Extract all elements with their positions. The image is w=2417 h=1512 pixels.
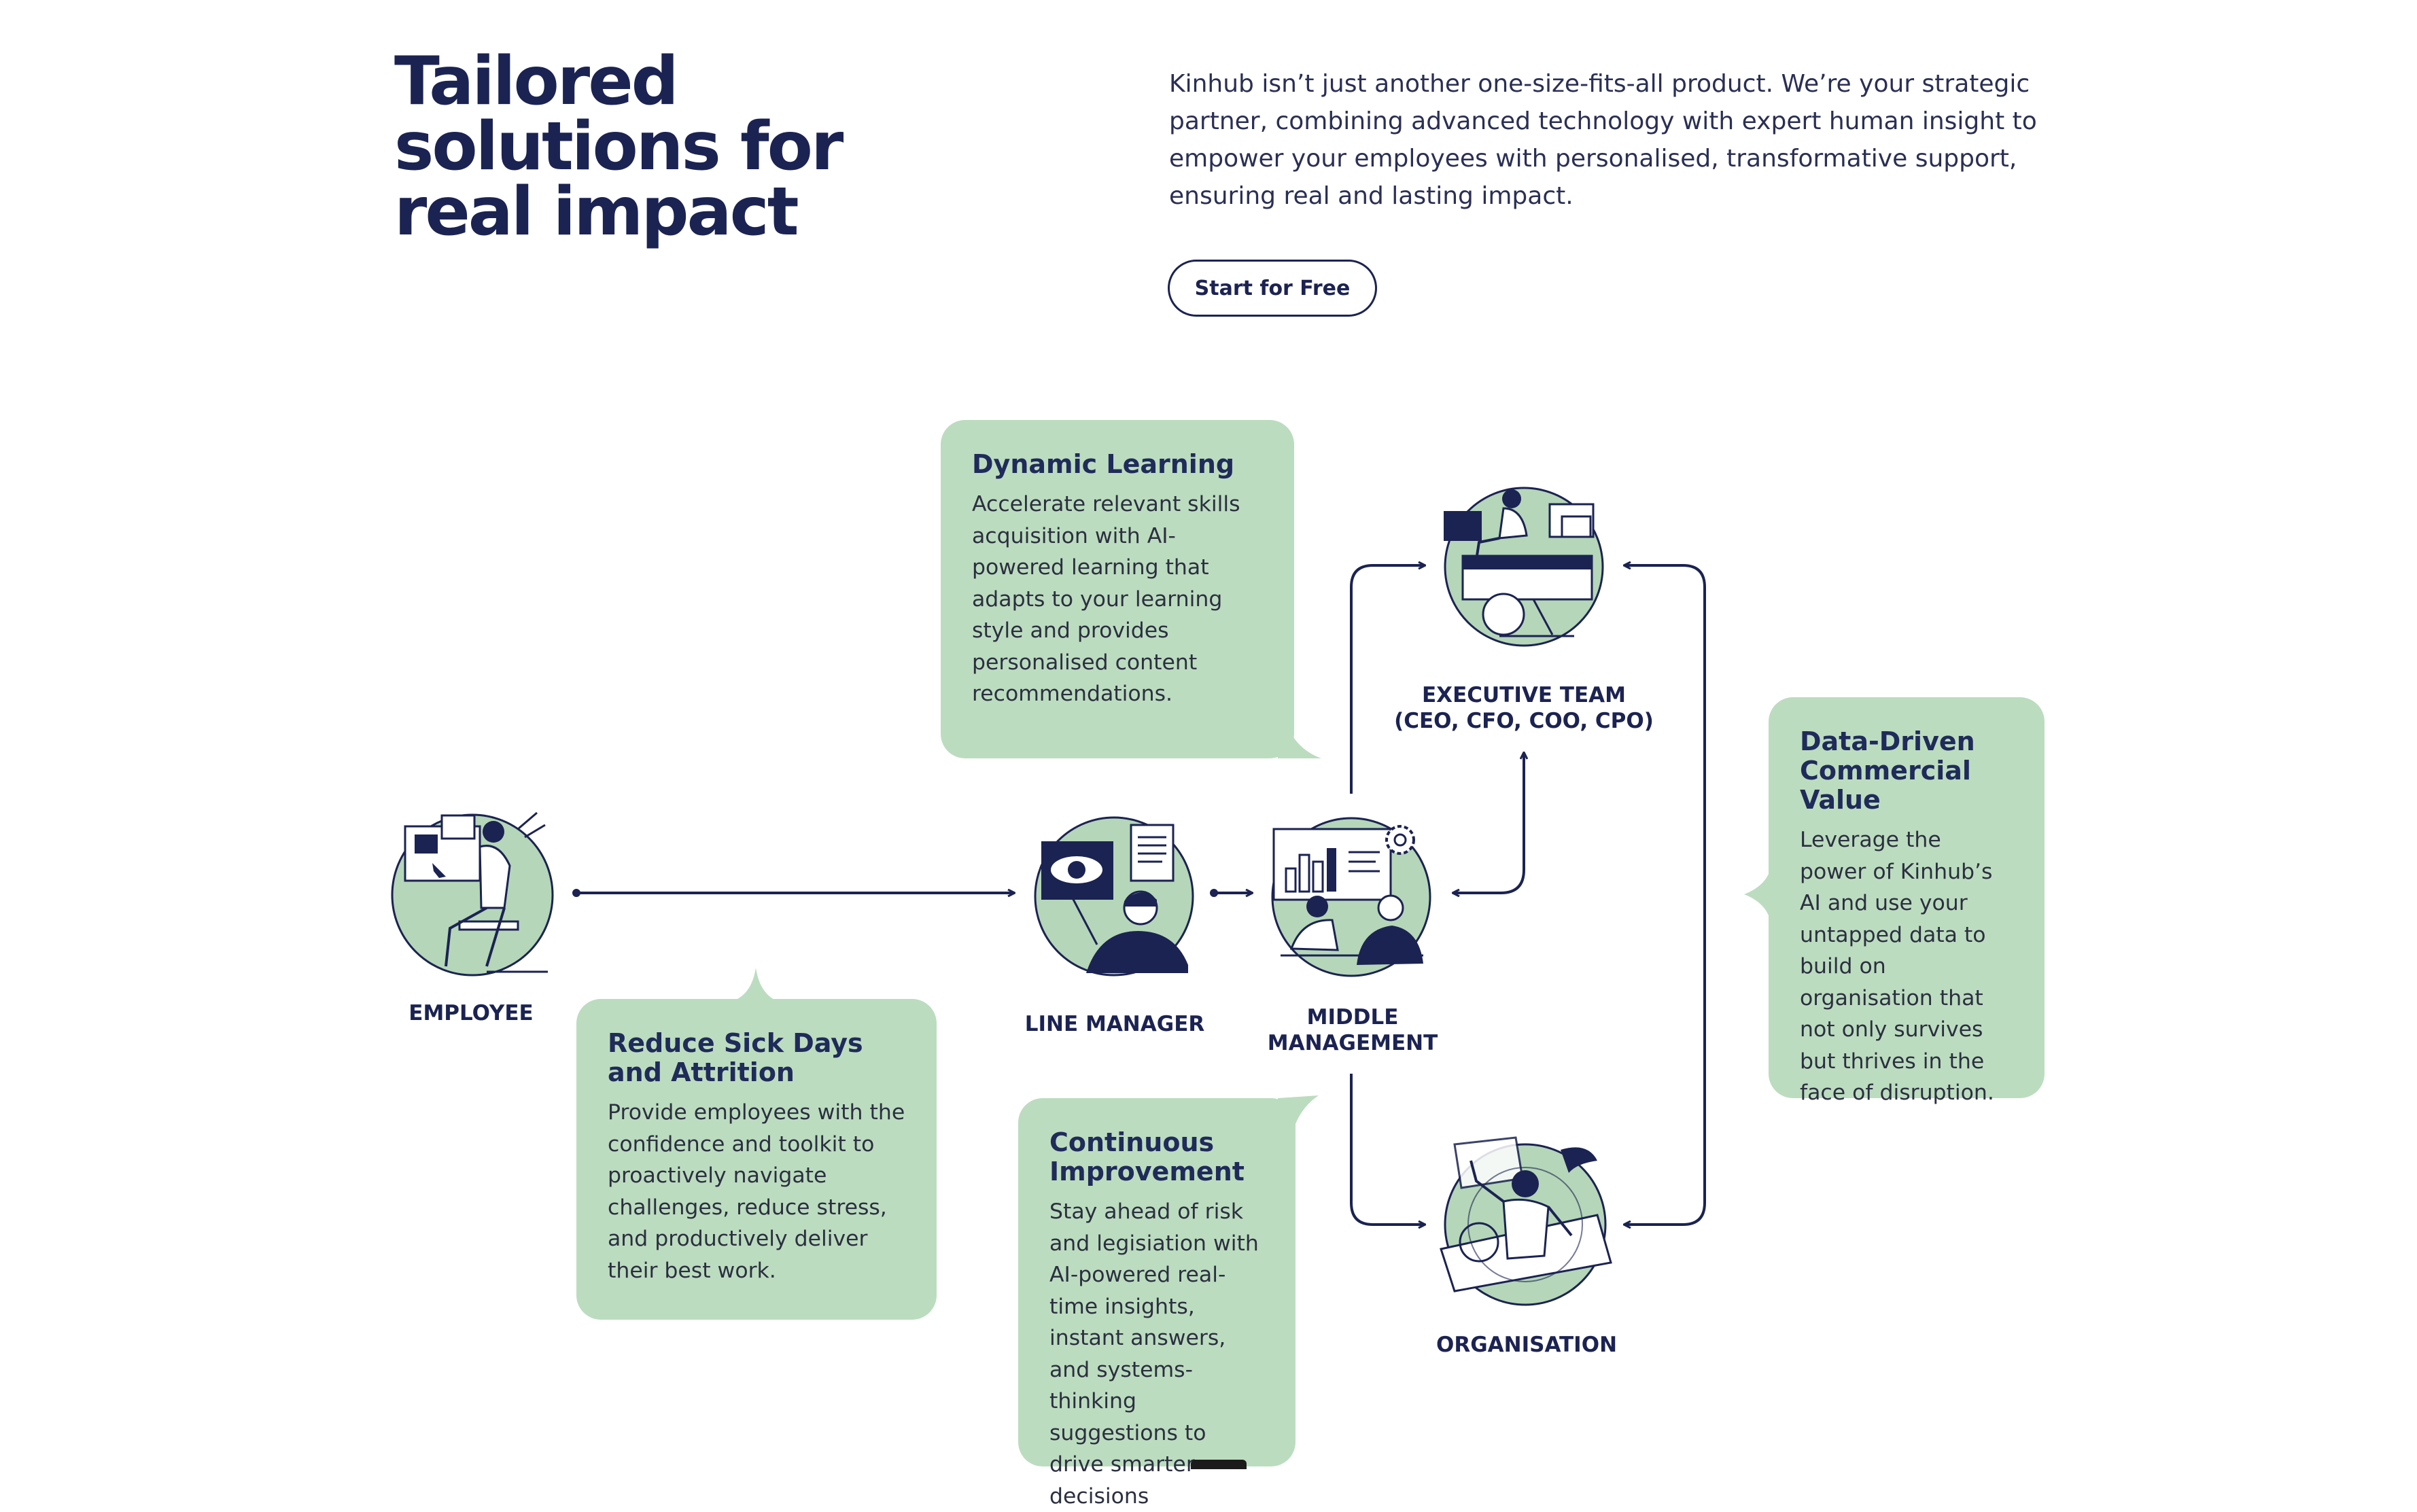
card-reduce-sick-days: Reduce Sick Days and Attrition Provide e…: [576, 999, 937, 1320]
title-line-3: real impact: [394, 173, 799, 251]
card-tail-data-driven-value: [1744, 864, 1771, 926]
node-label-employee: EMPLOYEE: [408, 1001, 534, 1025]
node-label-line-manager: LINE MANAGER: [1024, 1012, 1205, 1036]
connector-dot: [1210, 889, 1218, 897]
employee-illustration: [391, 811, 554, 977]
connector-middle-to-organisation: [1350, 1074, 1425, 1225]
connector-middle-to-executive: [1350, 565, 1425, 794]
node-label-organisation: ORGANISATION: [1436, 1333, 1618, 1357]
scroll-indicator[interactable]: [1191, 1460, 1247, 1469]
flow-connectors: [572, 0, 1706, 1469]
node-label-executive-team: EXECUTIVE TEAM (CEO, CFO, COO, CPO): [1387, 682, 1661, 734]
card-dynamic-learning: Dynamic Learning Accelerate relevant ski…: [941, 420, 1294, 758]
connector-loop-to-organisation: [1624, 897, 1706, 1225]
node-label-executive-line-2: (CEO, CFO, COO, CPO): [1394, 709, 1654, 733]
node-label-middle-line-2: MANAGEMENT: [1267, 1031, 1438, 1055]
title-line-2: solutions for: [394, 108, 844, 186]
middle-management-illustration: [1271, 817, 1431, 977]
card-title: Continuous Improvement: [1049, 1127, 1245, 1186]
connector-loop-to-executive: [1624, 565, 1706, 897]
node-label-middle-line-1: MIDDLE: [1306, 1005, 1399, 1030]
connector-executive-to-middle: [1453, 753, 1525, 893]
card-continuous-improvement: Continuous Improvement Stay ahead of ris…: [1018, 1098, 1296, 1509]
executive-team-illustration: [1444, 487, 1604, 647]
node-label-executive-line-1: EXECUTIVE TEAM: [1422, 683, 1626, 707]
line-manager-illustration: [1034, 816, 1194, 977]
card-title: Reduce Sick Days and Attrition: [608, 1028, 863, 1087]
card-data-driven-value: Data-Driven Commercial Value Leverage th…: [1769, 697, 2045, 1105]
card-tail-continuous-improvement: [1278, 1095, 1319, 1136]
organisation-illustration: [1440, 1136, 1612, 1306]
page-title: Tailored solutions for real impact: [394, 43, 911, 251]
card-tail-reduce-sick-days: [731, 968, 779, 1002]
card-body: Leverage the power of Kinhub’s AI and us…: [1800, 828, 1994, 1105]
hero-description: Kinhub isn’t just another one-size-fits-…: [1169, 70, 2037, 210]
title-line-1: Tailored: [394, 43, 679, 120]
card-title: Dynamic Learning: [972, 449, 1235, 479]
card-body: Provide employees with the confidence an…: [608, 1100, 905, 1283]
card-tail-dynamic-learning: [1278, 714, 1321, 758]
start-for-free-button[interactable]: Start for Free: [1168, 260, 1377, 317]
node-label-middle-management: MIDDLE MANAGEMENT: [1244, 1004, 1461, 1056]
card-title: Data-Driven Commercial Value: [1800, 726, 1975, 815]
card-body: Accelerate relevant skills acquisition w…: [972, 492, 1240, 706]
